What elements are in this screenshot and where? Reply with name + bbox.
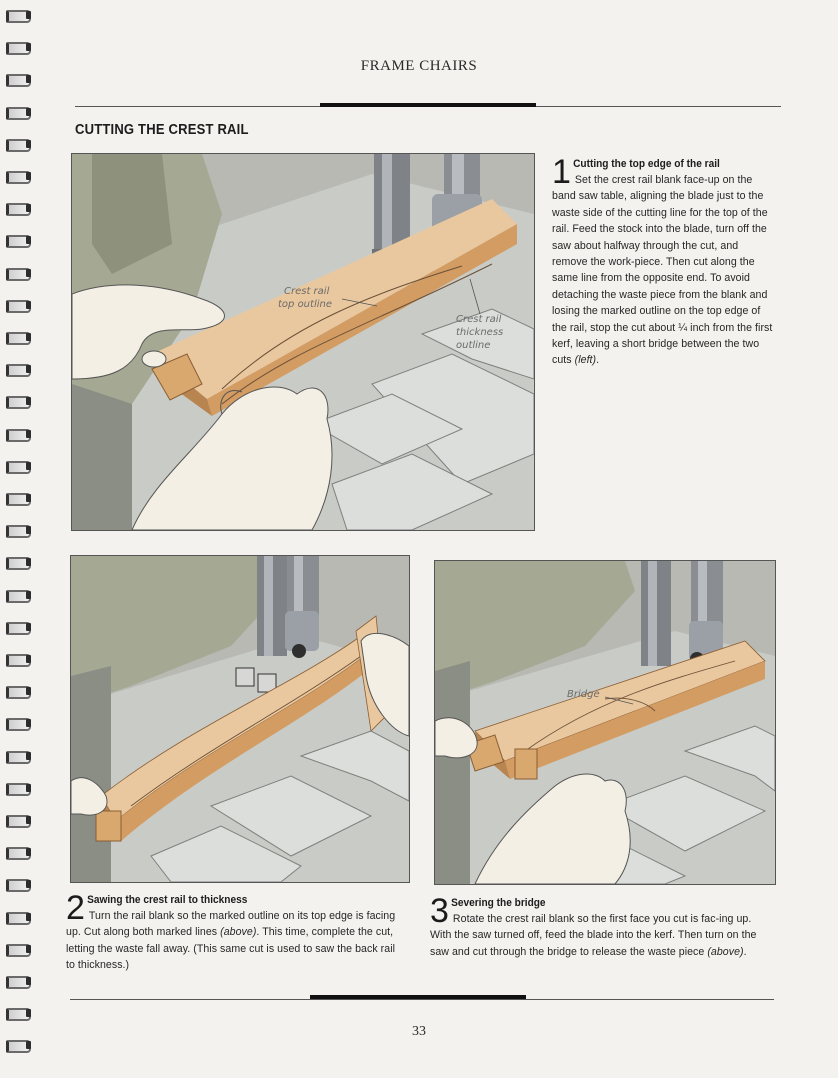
running-head: FRAME CHAIRS — [360, 58, 478, 74]
binding-ring — [2, 427, 32, 442]
binding-ring — [2, 813, 32, 828]
step-1: 1 Cutting the top edge of the rail Set t… — [552, 153, 774, 369]
footer-rule-accent — [310, 995, 526, 999]
footer-rule — [70, 999, 774, 1000]
header-rule-accent — [320, 103, 536, 107]
binding-ring — [2, 330, 32, 345]
step-2-heading: Sawing the crest rail to thickness — [87, 894, 248, 906]
step-1-number: 1 — [552, 153, 571, 191]
binding-ring — [2, 942, 32, 957]
label-bridge: Bridge — [567, 689, 600, 700]
label-crest-rail-top-2: top outline — [278, 299, 332, 310]
section-title: CUTTING THE CREST RAIL — [75, 122, 249, 138]
binding-ring — [2, 201, 32, 217]
figure-3-illustration: Bridge — [434, 560, 776, 885]
binding-ring — [2, 588, 32, 603]
label-crest-rail-thickness-3: outline — [456, 340, 490, 351]
binding-ring — [2, 845, 32, 861]
spiral-binding — [0, 0, 34, 1078]
binding-ring — [2, 652, 32, 667]
binding-ring — [2, 555, 32, 571]
step-2: 2 Sawing the crest rail to thickness Tur… — [66, 889, 406, 974]
step-2-text: Turn the rail blank so the marked outlin… — [66, 910, 396, 972]
page-number: 33 — [412, 1024, 426, 1039]
step-3-number: 3 — [430, 892, 449, 930]
binding-ring — [2, 781, 32, 796]
step-1-heading: Cutting the top edge of the rail — [573, 158, 720, 170]
binding-ring — [2, 72, 32, 88]
binding-ring — [2, 137, 32, 152]
binding-ring — [2, 394, 32, 410]
binding-ring — [2, 169, 32, 184]
step-3-heading: Severing the bridge — [451, 897, 546, 909]
figure-1-illustration: Crest rail top outline Crest rail thickn… — [71, 153, 535, 531]
step-2-number: 2 — [66, 889, 85, 927]
binding-ring — [2, 105, 32, 120]
label-crest-rail-thickness-1: Crest rail — [456, 314, 502, 325]
binding-ring — [2, 459, 32, 474]
binding-ring — [2, 749, 32, 764]
binding-ring — [2, 491, 32, 506]
binding-ring — [2, 1006, 32, 1022]
binding-ring — [2, 684, 32, 700]
binding-ring — [2, 974, 32, 989]
binding-ring — [2, 877, 32, 893]
label-crest-rail-top-1: Crest rail — [284, 286, 330, 297]
binding-ring — [2, 1038, 32, 1054]
binding-ring — [2, 523, 32, 539]
step-1-text: Set the crest rail blank face-up on the … — [552, 174, 773, 367]
binding-ring — [2, 362, 32, 378]
binding-ring — [2, 620, 32, 635]
step-3-text: Rotate the crest rail blank so the first… — [430, 913, 757, 958]
binding-ring — [2, 910, 32, 925]
binding-ring — [2, 266, 32, 281]
binding-ring — [2, 716, 32, 732]
binding-ring — [2, 298, 32, 313]
binding-ring — [2, 8, 32, 23]
binding-ring — [2, 40, 32, 56]
label-crest-rail-thickness-2: thickness — [456, 327, 503, 338]
step-3: 3 Severing the bridge Rotate the crest r… — [430, 892, 774, 960]
binding-ring — [2, 233, 32, 249]
figure-2-illustration — [70, 555, 410, 883]
